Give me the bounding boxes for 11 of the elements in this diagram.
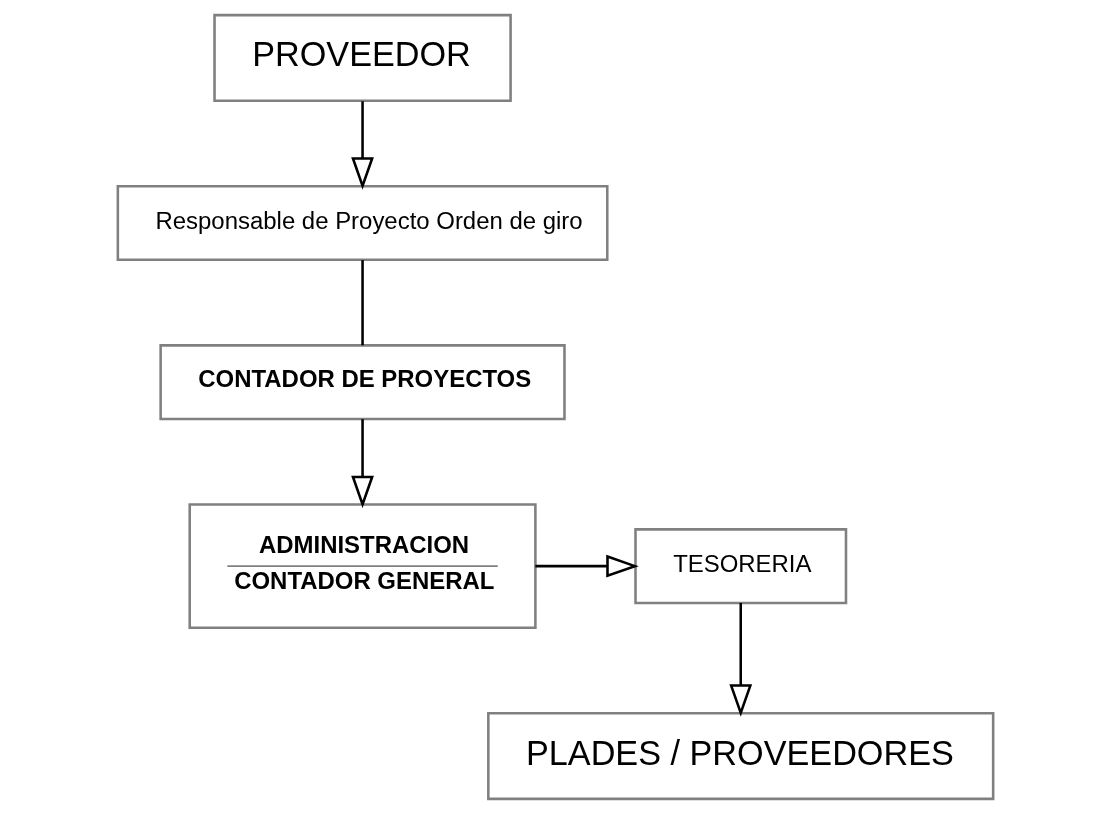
arrow [350, 419, 374, 509]
node-box: PLADES / PROVEEDORES [486, 712, 994, 801]
connector [360, 260, 364, 346]
node-box: CONTADOR DE PROYECTOS [158, 344, 566, 421]
arrow [534, 554, 639, 578]
node-box: Responsable de Proyecto Orden de giro [116, 184, 609, 262]
arrow [350, 101, 374, 190]
arrow [728, 602, 752, 717]
node-box: TESORERIA [633, 528, 847, 605]
node-box: PROVEEDOR [212, 13, 512, 102]
node-box: ADMINISTRACION CONTADOR GENERAL [187, 503, 537, 630]
